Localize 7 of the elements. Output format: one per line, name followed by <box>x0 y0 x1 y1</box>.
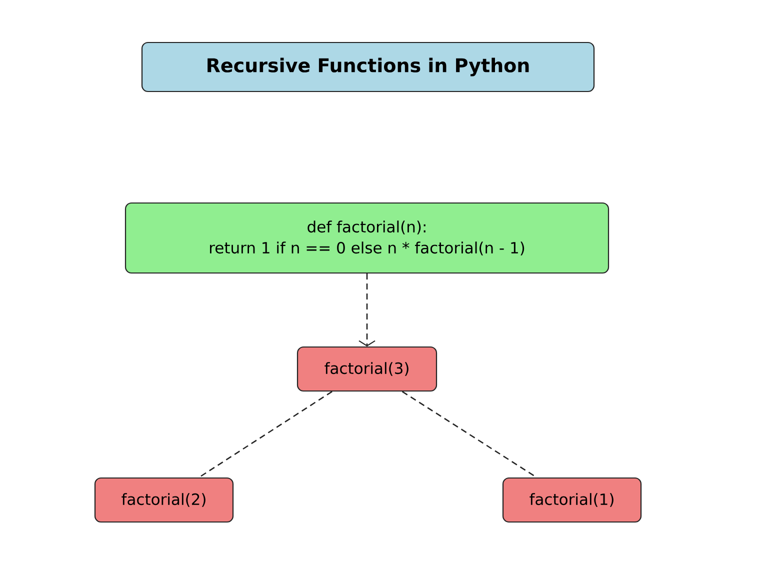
title-box: Recursive Functions in Python <box>141 42 595 92</box>
function-call-box: factorial(2) <box>94 477 234 523</box>
function-call-box: factorial(3) <box>296 346 438 392</box>
code-box: def factorial(n): return 1 if n == 0 else n * factorial(n - 1) <box>124 202 610 274</box>
connector <box>358 274 376 346</box>
function-call-box: factorial(1) <box>502 477 642 523</box>
connector <box>198 391 332 478</box>
